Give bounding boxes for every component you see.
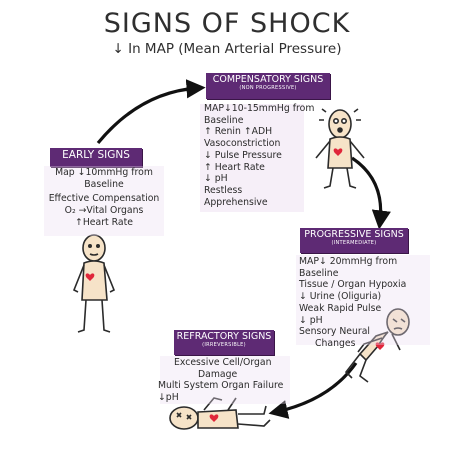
early-signs-title: EARLY SIGNS <box>62 149 130 161</box>
compensatory-line: ↑ Renin ↑ADH <box>204 126 273 138</box>
compensatory-line: Apprehensive <box>204 196 268 208</box>
refractory-signs-title: REFRACTORY SIGNS <box>176 331 272 342</box>
progressive-line: Baseline <box>299 267 339 279</box>
arrow-compensatory-to-progressive <box>351 156 391 230</box>
progressive-signs-title: PROGRESSIVE SIGNS <box>304 229 404 240</box>
early-line: ↑Heart Rate <box>75 216 133 228</box>
early-line: O₂ →Vital Organs <box>64 205 144 217</box>
figure-early <box>72 234 116 333</box>
progressive-line: ↓ pH <box>299 314 323 326</box>
progressive-signs-sublabel: (INTERMEDIATE) <box>331 240 377 247</box>
compensatory-signs-sublabel: (NON PROGRESSIVE) <box>239 85 297 92</box>
refractory-line: Damage <box>198 368 238 380</box>
arrow-progressive-to-refractory <box>268 362 358 419</box>
progressive-line: Weak Rapid Pulse <box>299 302 382 314</box>
refractory-line: Excessive Cell/Organ <box>174 357 272 368</box>
early-signs-label: EARLY SIGNS <box>50 148 142 167</box>
progressive-line: Sensory Neural <box>299 326 370 338</box>
early-line: Map ↓10mmHg from <box>55 167 153 178</box>
compensatory-signs-label: COMPENSATORY SIGNS (NON PROGRESSIVE) <box>206 73 330 99</box>
page-title: SIGNS OF SHOCK <box>103 8 351 39</box>
compensatory-signs-title: COMPENSATORY SIGNS <box>212 74 324 85</box>
progressive-line: Changes <box>315 337 356 349</box>
refractory-signs-label: REFRACTORY SIGNS (IRREVERSIBLE) <box>174 330 274 355</box>
compensatory-line: Baseline <box>204 114 244 126</box>
progressive-line: Tissue / Organ Hypoxia <box>299 279 407 291</box>
progressive-signs-label: PROGRESSIVE SIGNS (INTERMEDIATE) <box>300 228 408 253</box>
compensatory-line: MAP↓10-15mmHg from <box>204 103 315 114</box>
early-line: Effective Compensation <box>48 193 160 205</box>
arrow-early-to-compensatory <box>96 79 206 145</box>
page-subtitle: ↓ In MAP (Mean Arterial Pressure) <box>112 41 342 57</box>
early-line: Baseline <box>84 178 124 190</box>
early-signs-text: Map ↓10mmHg from Baseline Effective Comp… <box>42 167 166 229</box>
figure-refractory <box>169 397 271 430</box>
compensatory-line: Vasoconstriction <box>204 138 281 150</box>
refractory-highlight <box>160 356 290 404</box>
refractory-signs-sublabel: (IRREVERSIBLE) <box>202 342 246 349</box>
progressive-signs-text: MAP↓ 20mmHg from Baseline Tissue / Organ… <box>299 256 439 350</box>
refractory-line: ↓pH <box>158 392 179 404</box>
compensatory-highlight <box>200 104 304 212</box>
refractory-signs-text: Excessive Cell/Organ Damage Multi System… <box>158 357 296 404</box>
progressive-line: ↓ Urine (Oliguria) <box>299 291 382 303</box>
compensatory-line: ↑ Heart Rate <box>204 161 265 173</box>
figure-compensatory <box>315 108 365 189</box>
compensatory-line: ↓ Pulse Pressure <box>204 149 282 161</box>
compensatory-line: ↓ pH <box>204 173 228 185</box>
progressive-line: MAP↓ 20mmHg from <box>299 256 398 267</box>
compensatory-line: Restless <box>204 184 243 196</box>
progressive-highlight <box>296 255 430 345</box>
early-highlight <box>44 166 164 236</box>
figure-progressive <box>344 308 410 383</box>
refractory-line: Multi System Organ Failure <box>158 380 284 392</box>
compensatory-signs-text: MAP↓10-15mmHg from Baseline ↑ Renin ↑ADH… <box>204 103 324 208</box>
